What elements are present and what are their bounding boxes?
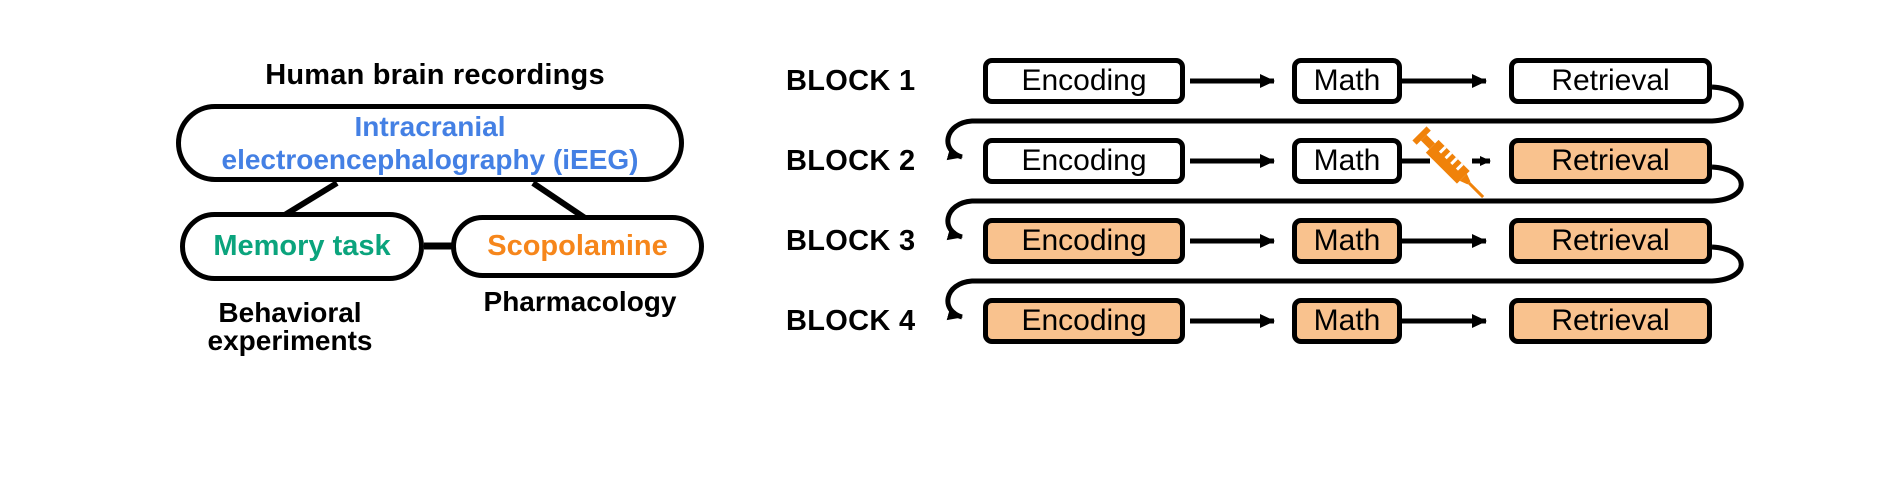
node-scopolamine-label: Scopolamine xyxy=(487,230,668,262)
block-3-encoding-box: Encoding xyxy=(983,218,1185,264)
step-arrows xyxy=(1190,74,1491,328)
caption-behavioral-line1: Behavioral xyxy=(218,297,362,328)
loop-block1-block2 xyxy=(945,84,1744,161)
block-2-encoding-box: Encoding xyxy=(983,138,1185,184)
node-memory-task-label: Memory task xyxy=(213,230,391,262)
block-2-math-box: Math xyxy=(1292,138,1402,184)
block-1-encoding-box: Encoding xyxy=(983,58,1185,104)
syringe-barrel-ticks xyxy=(1438,145,1464,171)
node-ieeg-label-line1: Intracranial xyxy=(354,111,506,142)
caption-behavioral-experiments: Behavioral experiments xyxy=(165,299,415,355)
block-4-encoding-box: Encoding xyxy=(983,298,1185,344)
syringe-needle xyxy=(1467,181,1485,199)
syringe-plunger-rod xyxy=(1420,134,1436,150)
block-2-label: BLOCK 2 xyxy=(786,144,916,177)
node-ieeg-label-line2: electroencephalography (iEEG) xyxy=(221,144,639,175)
block-3-math-box: Math xyxy=(1292,218,1402,264)
concept-map-connectors xyxy=(281,180,587,250)
block-1-math-box: Math xyxy=(1292,58,1402,104)
block-2-retrieval-box: Retrieval xyxy=(1509,138,1712,184)
node-scopolamine: Scopolamine xyxy=(451,215,704,278)
node-memory-task: Memory task xyxy=(180,212,424,281)
caption-pharmacology: Pharmacology xyxy=(455,288,705,316)
loop-block3-block4 xyxy=(945,244,1744,321)
block-1-retrieval-box: Retrieval xyxy=(1509,58,1712,104)
loop-block2-block3 xyxy=(945,164,1744,241)
block-4-math-box: Math xyxy=(1292,298,1402,344)
block-3-label: BLOCK 3 xyxy=(786,224,916,257)
left-panel-title: Human brain recordings xyxy=(265,58,605,91)
block-1-label: BLOCK 1 xyxy=(786,64,916,97)
block-loop-arrows xyxy=(945,84,1744,321)
edge-ieeg-scopolamine xyxy=(531,180,587,221)
syringe-plunger-flange xyxy=(1412,126,1431,145)
caption-pharmacology-label: Pharmacology xyxy=(483,286,677,317)
block-4-label: BLOCK 4 xyxy=(786,304,916,337)
block-3-retrieval-box: Retrieval xyxy=(1509,218,1712,264)
syringe-icon xyxy=(1412,126,1485,199)
edge-ieeg-memory xyxy=(281,180,339,219)
syringe-taper xyxy=(1459,173,1471,185)
block-4-retrieval-box: Retrieval xyxy=(1509,298,1712,344)
node-ieeg: Intracranial electroencephalography (iEE… xyxy=(176,104,684,182)
syringe-barrel xyxy=(1425,139,1470,184)
caption-behavioral-line2: experiments xyxy=(207,325,373,356)
